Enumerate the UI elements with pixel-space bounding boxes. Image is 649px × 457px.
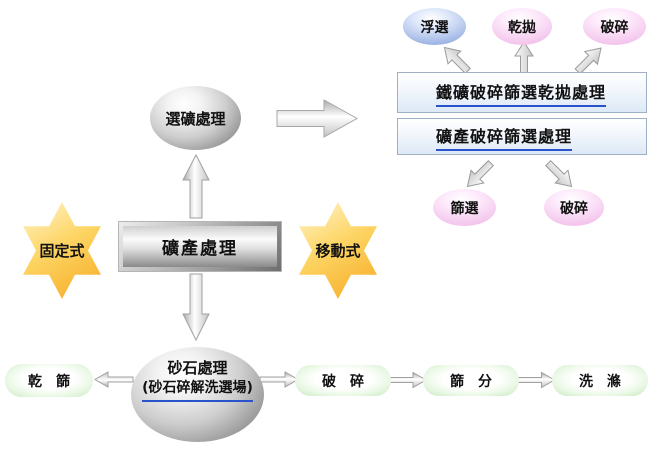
sand-gravel-ellipse: 砂石處理 (砂石碎解洗選場) — [131, 347, 264, 442]
arrow-box2-to-crushing-mid — [545, 160, 573, 188]
bubble-flotation: 浮選 — [403, 8, 466, 45]
star-fixed-type-label: 固定式 — [39, 242, 85, 260]
bubble-dry-cast: 乾拋 — [492, 8, 552, 45]
process-box-mineral-crush: 礦產破碎篩選處理 — [397, 118, 647, 155]
arrow-screening-to-washing — [516, 371, 556, 389]
process-box-iron-ore: 鐵礦破碎篩選乾拋處理 — [397, 72, 647, 113]
bubble-screening: 篩選 — [433, 189, 496, 226]
arrow-box2-to-screening — [466, 160, 494, 188]
arrow-sand-to-crushing — [259, 371, 300, 388]
bubble-crushing-top-label: 破碎 — [600, 19, 629, 36]
mineral-processing-label: 礦產處理 — [162, 239, 238, 259]
mineral-processing-box: 礦產處理 — [118, 221, 282, 272]
arrow-mineral-to-sand — [182, 273, 210, 342]
pill-screening: 篩 分 — [423, 365, 519, 396]
bubble-screening-label: 篩選 — [450, 200, 479, 217]
mineral-processing-box-face: 礦產處理 — [123, 226, 277, 267]
star-mobile-type-label: 移動式 — [315, 242, 361, 260]
ore-dressing-ellipse: 選礦處理 — [150, 86, 241, 150]
ore-dressing-label: 選礦處理 — [165, 109, 226, 128]
arrow-box1-to-crushing-top — [574, 47, 602, 75]
process-box-mineral-crush-label: 礦產破碎篩選處理 — [436, 123, 573, 151]
arrow-crushing-to-screening — [387, 371, 428, 389]
arrow-box1-to-flotation — [443, 46, 471, 74]
bubble-crushing-mid: 破碎 — [544, 189, 604, 226]
arrow-ore-dressing-to-boxes — [276, 99, 359, 138]
process-box-iron-ore-label: 鐵礦破碎篩選乾拋處理 — [436, 79, 607, 107]
sand-gravel-label-line2: (砂石碎解洗選場) — [142, 378, 253, 402]
sand-gravel-label-line1: 砂石處理 — [167, 359, 228, 377]
pill-dry-screening: 乾 篩 — [5, 364, 93, 397]
arrow-sand-to-dry-screening — [93, 371, 134, 388]
pill-screening-label: 篩 分 — [450, 373, 492, 390]
bubble-flotation-label: 浮選 — [420, 19, 449, 36]
pill-crushing-label: 破 碎 — [322, 373, 364, 390]
pill-washing: 洗 滌 — [552, 365, 648, 396]
bubble-dry-cast-label: 乾拋 — [508, 19, 536, 36]
pill-washing-label: 洗 滌 — [579, 373, 621, 390]
arrow-mineral-to-ore-dressing — [182, 153, 210, 219]
pill-dry-screening-label: 乾 篩 — [28, 373, 70, 390]
bubble-crushing-top: 破碎 — [583, 8, 646, 45]
arrow-box1-to-drycast — [514, 41, 534, 76]
pill-crushing: 破 碎 — [295, 365, 391, 396]
bubble-crushing-mid-label: 破碎 — [560, 200, 588, 217]
